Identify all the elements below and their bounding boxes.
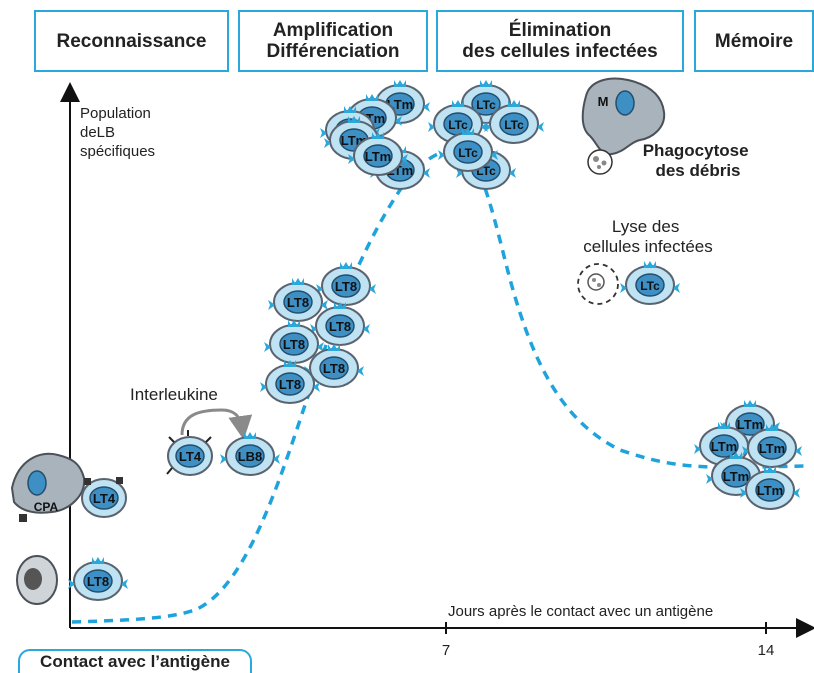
ltm-cell: LTm [741, 423, 803, 468]
debris-icon [587, 149, 613, 175]
ltm-cluster-memory: LTm LTm LTm LTm LTm [693, 399, 803, 510]
cell-label: LTc [448, 118, 468, 132]
ltm-cell: LTm [347, 131, 409, 176]
ltm-cell: LTm [739, 465, 801, 510]
macrophage-cell: M [581, 77, 666, 156]
cpa-cell: CPA [10, 452, 86, 522]
lb8-cell: LB8 [219, 431, 281, 476]
cell-label: LTm [711, 439, 737, 454]
y-label-line: spécifiques [80, 143, 155, 160]
contact-antigene-label: Contact avec l’antigène [18, 649, 252, 673]
cell-label: LTc [640, 279, 660, 293]
cell-label: LT8 [329, 319, 351, 334]
cell-label: LTm [757, 483, 783, 498]
cell-label: LTm [365, 149, 391, 164]
x-axis-label: Jours après le contact avec un antigène [448, 603, 713, 620]
interleukine-arrow [180, 408, 253, 440]
phase-elimination: Élimination des cellules infectées [436, 10, 684, 72]
ltc-cell: LTc [483, 99, 545, 144]
phase-label: Mémoire [714, 30, 794, 52]
interleukine-label: Interleukine [130, 385, 218, 404]
lysed-cell [577, 263, 619, 305]
phagocytose-label: Phagocytose des débris [643, 141, 754, 180]
ltm-cell: LTm [705, 451, 767, 496]
lt8-cell: LT8 [315, 261, 377, 306]
cell-label: LTm [737, 417, 763, 432]
cell-label: LT8 [87, 574, 109, 589]
infected-cell [16, 555, 58, 605]
cell-label: LT8 [279, 377, 301, 392]
phase-reconnaissance: Reconnaissance [34, 10, 229, 72]
ltc-cell: LTc [455, 79, 517, 124]
lyse-label: Lyse des cellules infectées [583, 217, 712, 256]
cell-label: LT8 [335, 279, 357, 294]
ltc-cell: LTc [427, 99, 489, 144]
cpa-label: CPA [34, 500, 59, 514]
phase-memoire: Mémoire [694, 10, 814, 72]
cell-label: LTm [723, 469, 749, 484]
cell-label: LT8 [283, 337, 305, 352]
y-axis-label: Population deLB spécifiques [80, 105, 155, 160]
lt4-cell-recognition: LT4 [81, 477, 127, 518]
phase-label: Élimination des cellules infectées [462, 20, 658, 62]
ltc-cluster: LTc LTc LTc LTc LTc [427, 79, 545, 190]
cell-label: LTc [476, 98, 496, 112]
ltc-cell: LTc [437, 127, 499, 172]
phase-label: Reconnaissance [56, 30, 207, 52]
lt8-cell: LT8 [309, 301, 371, 346]
lt8-cell-bottom: LT8 [67, 556, 129, 601]
cell-label: LT8 [287, 295, 309, 310]
macrophage-label: M [598, 94, 609, 109]
lt8-cell: LT8 [303, 343, 365, 388]
ltc-cell-lysis: LTc [619, 260, 681, 305]
tick-label-7: 7 [442, 642, 450, 659]
ltm-cell: LTm [719, 399, 781, 444]
cell-label: LT8 [323, 361, 345, 376]
cell-label: LT4 [93, 491, 116, 506]
phase-amplification: Amplification Différenciation [238, 10, 428, 72]
lt4-cell-activation: LT4 [166, 430, 213, 476]
y-label-line: Population [80, 105, 151, 122]
ltm-cluster-peak: LTm LTm LTm LTm LTm LTm [319, 79, 431, 190]
lt8-cell: LT8 [259, 359, 321, 404]
phase-label: Amplification Différenciation [266, 20, 400, 62]
lt8-cluster: LT8 LT8 LT8 LT8 LT8 LT8 [259, 261, 377, 404]
ltm-cell: LTm [693, 421, 755, 466]
lt8-cell: LT8 [267, 277, 329, 322]
cell-label: LTc [504, 118, 524, 132]
cell-label: LT4 [179, 449, 202, 464]
cell-label: LTm [759, 441, 785, 456]
tick-label-14: 14 [758, 642, 775, 659]
cell-label: LTc [458, 146, 478, 160]
lt8-cell: LT8 [263, 319, 325, 364]
cell-label: LB8 [238, 449, 263, 464]
y-label-line: deLB [80, 124, 115, 141]
